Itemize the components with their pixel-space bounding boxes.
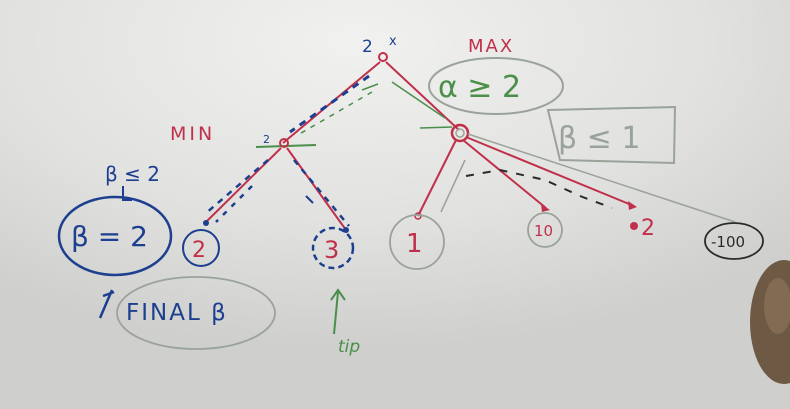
tip-arrow	[330, 288, 346, 335]
beta-result-circle	[57, 195, 173, 277]
edge-maxchild-leaf3	[417, 139, 457, 217]
green-arrow-incoming	[419, 126, 453, 129]
leaf-5-value: 2	[641, 216, 655, 241]
dashed-min-leaf1	[204, 159, 269, 215]
max-label: MAX	[468, 36, 514, 57]
root-value: 2	[362, 37, 373, 57]
green-arrowhead	[361, 83, 379, 91]
beta-upper: β ≤ 2	[105, 162, 160, 186]
edge-maxchild-leaf6	[467, 133, 736, 223]
beta-bound-box	[546, 105, 677, 165]
leaf-1-value: 2	[192, 238, 206, 263]
edge-maxchild-leaf5	[465, 136, 635, 207]
leaf-4-value: 10	[534, 222, 553, 240]
dashed-return-left	[215, 185, 253, 223]
leaf-6-value: -100	[711, 233, 745, 251]
beta-bound: β ≤ 1	[558, 121, 640, 156]
final-note: FINAL β	[126, 300, 228, 326]
dashed-path-blue	[289, 74, 370, 134]
dashed-prune-path	[465, 168, 613, 209]
min-label: MIN	[170, 123, 215, 145]
arrowhead-leaf5	[628, 201, 637, 210]
leaf-2-value: 3	[324, 236, 339, 264]
leaf-3-circle	[389, 214, 445, 270]
alpha-bound: α ≥ 2	[438, 70, 521, 105]
green-path-maxchild	[391, 81, 446, 119]
final-note-circle	[116, 276, 276, 350]
beta-result: β = 2	[71, 220, 148, 253]
alpha-bound-circle	[428, 57, 564, 115]
edge-maxchild-leaf4	[462, 139, 547, 209]
min-node	[279, 138, 289, 148]
leaf-2-circle	[311, 226, 355, 270]
beta-upper-arrow	[122, 186, 132, 201]
leaf1-dot	[203, 220, 209, 226]
arrowhead-leaf4	[541, 204, 550, 212]
beta-tick	[305, 195, 314, 204]
leaf-1-circle	[182, 229, 220, 267]
edge-root-maxchild	[385, 61, 460, 131]
leaf-6-circle	[704, 222, 764, 260]
max-child-node-inner	[455, 128, 465, 138]
grey-path-leaf3	[440, 159, 466, 213]
max-child-node	[450, 123, 470, 143]
leaf-4-circle	[527, 212, 563, 248]
dashed-min-leaf2	[293, 159, 350, 227]
leaf-5-dot	[630, 222, 638, 230]
dashed-path-green	[295, 91, 373, 137]
min-node-value: 2	[263, 133, 270, 146]
tip-note: tip	[338, 337, 360, 357]
edge-min-leaf1	[205, 147, 282, 223]
root-mark: x	[389, 34, 397, 49]
leaf-3-value: 1	[406, 229, 423, 259]
final-note-arrow	[98, 289, 115, 319]
person-hair-highlight	[764, 278, 790, 334]
root-node	[378, 52, 388, 62]
